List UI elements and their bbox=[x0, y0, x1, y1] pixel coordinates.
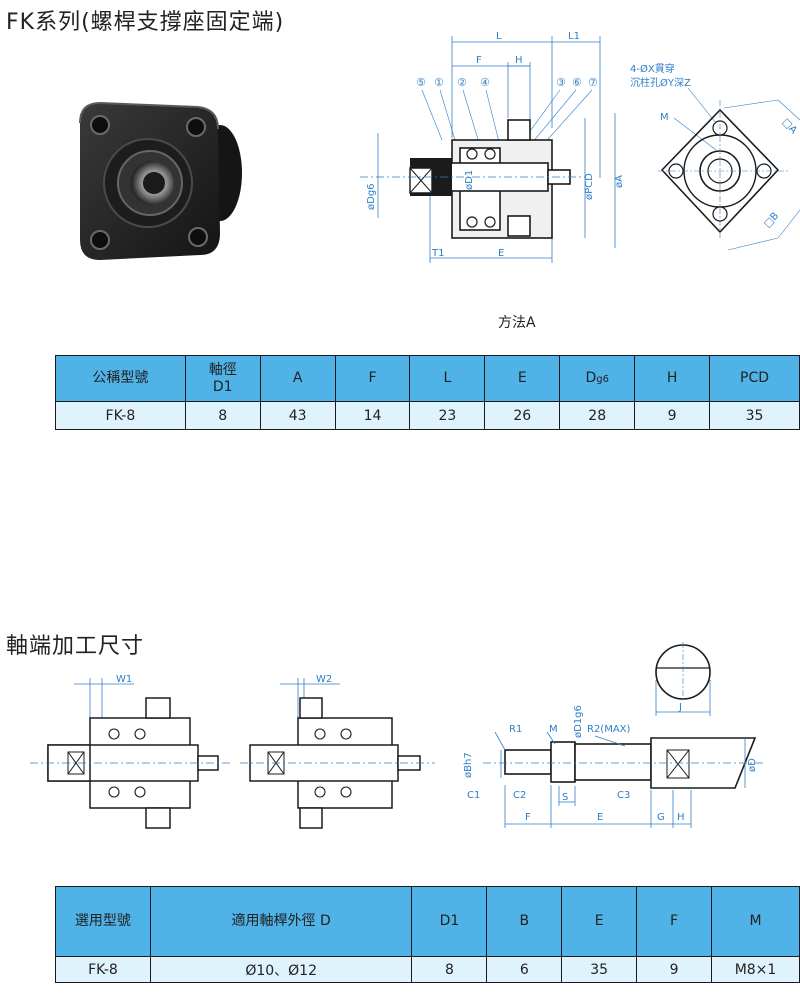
shaft-end-spec-table: 選用型號 適用軸桿外徑 D D1 B E F M FK-8 Ø10、Ø12 8 … bbox=[55, 886, 800, 983]
dim-S: S bbox=[562, 792, 568, 803]
dim-Dg6: øDg6 bbox=[366, 183, 377, 210]
dim-W2: W2 bbox=[316, 674, 332, 685]
table-cell: M8×1 bbox=[711, 956, 800, 983]
dim-R1: R1 bbox=[509, 724, 522, 735]
shaft-end-diagram-2: W2 bbox=[240, 674, 435, 829]
section2-title: 軸端加工尺寸 bbox=[6, 634, 145, 659]
table-cell: 9 bbox=[636, 956, 712, 983]
header-cell: A bbox=[259, 355, 336, 402]
header-cell: 公稱型號 bbox=[55, 355, 186, 402]
balloon-1: ① bbox=[434, 76, 444, 89]
table-cell: Ø10、Ø12 bbox=[149, 956, 413, 983]
shaft-end-diagram-1: W1 bbox=[30, 674, 230, 829]
dim-H2: H bbox=[677, 812, 685, 823]
table-row: FK-8 Ø10、Ø12 8 6 35 9 M8×1 bbox=[55, 956, 800, 983]
product-photo bbox=[79, 101, 242, 260]
dim-J: J bbox=[678, 702, 682, 713]
dim-Bh7: øBh7 bbox=[463, 752, 474, 778]
dim-C2: C2 bbox=[513, 790, 526, 801]
table-cell: 6 bbox=[486, 956, 563, 983]
balloon-3: ③ bbox=[556, 76, 566, 89]
dim-H: H bbox=[515, 55, 523, 66]
balloon-6: ⑥ bbox=[572, 76, 582, 89]
header-cell: L bbox=[409, 355, 486, 402]
dim-G: G bbox=[657, 812, 665, 823]
table-cell: 14 bbox=[334, 401, 411, 430]
header-cell: M bbox=[711, 886, 800, 957]
header-cell: F bbox=[636, 886, 712, 957]
dim-M: M bbox=[549, 724, 558, 735]
balloon-4: ④ bbox=[480, 76, 490, 89]
table-cell: 8 bbox=[411, 956, 488, 983]
header-cell: PCD bbox=[709, 355, 800, 402]
table-cell: 26 bbox=[484, 401, 561, 430]
dim-E2: E bbox=[597, 812, 603, 823]
dim-T1: T1 bbox=[431, 248, 444, 259]
table-cell: 35 bbox=[561, 956, 638, 983]
dim-W1: W1 bbox=[116, 674, 132, 685]
header-cell: E bbox=[484, 355, 561, 402]
dim-D1: øD1 bbox=[464, 170, 475, 190]
shaft-end-dimension-diagram: J R1 M øD1g6 R2(MAX) øBh7 øD C1 C2 S C3 … bbox=[463, 642, 765, 828]
table-cell: 28 bbox=[559, 401, 636, 430]
dim-D: øD bbox=[747, 758, 758, 772]
header-cell: B bbox=[486, 886, 563, 957]
dim-E: E bbox=[498, 248, 504, 259]
hole-note-2: 沉柱孔ØY深Z bbox=[630, 76, 691, 89]
method-caption: 方法A bbox=[498, 315, 536, 331]
dim-R2: R2(MAX) bbox=[587, 724, 631, 735]
dim-L: L bbox=[496, 31, 502, 42]
dim-A: øA bbox=[614, 175, 625, 188]
table-header-row: 選用型號 適用軸桿外徑 D D1 B E F M bbox=[55, 886, 800, 957]
header-cell: D1 bbox=[411, 886, 488, 957]
table-cell: 43 bbox=[259, 401, 336, 430]
header-cell: E bbox=[561, 886, 638, 957]
table-cell: FK-8 bbox=[55, 401, 186, 430]
table-cell: 8 bbox=[184, 401, 261, 430]
hole-note-1: 4-ØX貫穿 bbox=[630, 62, 675, 75]
dim-C3: C3 bbox=[617, 790, 630, 801]
balloon-2: ② bbox=[457, 76, 467, 89]
table-row: FK-8 8 43 14 23 26 28 9 35 bbox=[55, 401, 800, 430]
header-cell: H bbox=[634, 355, 711, 402]
dim-F2: F bbox=[525, 812, 531, 823]
dim-C1: C1 bbox=[467, 790, 480, 801]
label-box-A: □A bbox=[780, 117, 799, 137]
dim-L1: L1 bbox=[568, 31, 580, 42]
table-cell: 9 bbox=[634, 401, 711, 430]
header-cell: 適用軸桿外徑 D bbox=[149, 886, 413, 957]
header-cell: 選用型號 bbox=[55, 886, 151, 957]
header-cell: F bbox=[334, 355, 411, 402]
dim-D1g6: øD1g6 bbox=[573, 705, 584, 738]
fk-cross-section-diagram: L L1 F H ⑤ ① ② ④ ③ ⑥ ⑦ øDg6 øD1 øPCD øA … bbox=[360, 31, 625, 263]
table-cell: 35 bbox=[709, 401, 800, 430]
dim-F: F bbox=[476, 55, 482, 66]
label-box-B: □B bbox=[762, 210, 781, 230]
table-cell: FK-8 bbox=[55, 956, 151, 983]
dim-PCD: øPCD bbox=[584, 173, 595, 200]
fk-front-view-diagram: 4-ØX貫穿 沉柱孔ØY深Z M □A □B bbox=[630, 62, 800, 251]
balloon-5: ⑤ bbox=[416, 76, 426, 89]
header-cell: Dg6 bbox=[559, 355, 636, 402]
balloon-7: ⑦ bbox=[588, 76, 598, 89]
table-cell: 23 bbox=[409, 401, 486, 430]
label-M: M bbox=[660, 112, 669, 123]
section1-title: FK系列(螺桿支撐座固定端) bbox=[6, 10, 285, 35]
